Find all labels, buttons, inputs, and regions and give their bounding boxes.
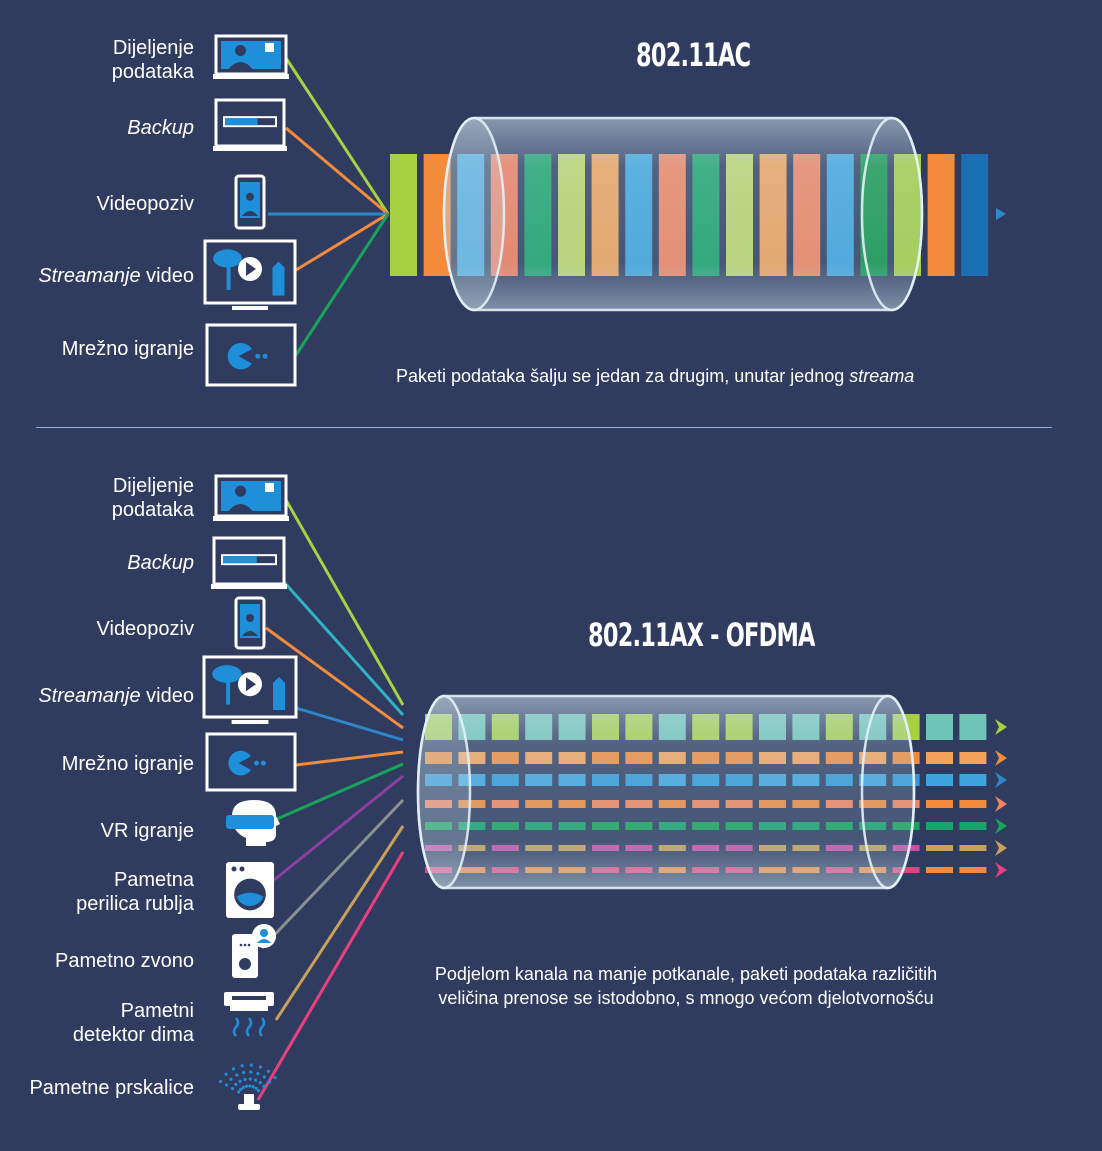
tube-left-cap	[442, 116, 506, 312]
top-label-videocall: Videopoziv	[96, 193, 194, 215]
lane-5-segment-15	[926, 845, 953, 851]
tube-body	[442, 116, 924, 312]
bottom-line-3	[295, 706, 404, 742]
tube-body	[416, 694, 916, 890]
smoke-detector-icon	[224, 992, 274, 1037]
lane-3-segment-16	[959, 800, 987, 808]
tube-left-cap	[416, 694, 472, 890]
bottom-connection-lines	[256, 499, 405, 1101]
lane-1-segment-15	[926, 752, 953, 764]
bottom-label-doorbell: Pametno zvono	[55, 950, 194, 972]
washing-machine-icon	[226, 862, 274, 918]
top-packet-16	[927, 154, 955, 276]
top-line-3	[295, 212, 389, 272]
laptop-user-icon	[213, 474, 289, 521]
phone-video-call-icon	[234, 174, 266, 230]
bottom-line-7	[260, 798, 405, 950]
laptop-progress-icon	[213, 98, 287, 151]
phone-video-call-icon	[234, 596, 266, 650]
top-line-1	[285, 126, 389, 216]
lane-2-arrow-icon	[995, 772, 1007, 788]
sprinkler-icon	[218, 1063, 277, 1110]
section-divider	[36, 427, 1052, 428]
lane-0-arrow-icon	[995, 719, 1007, 735]
top-caption: Paketi podataka šalju se jedan za drugim…	[396, 366, 915, 386]
lane-6-segment-14	[892, 867, 920, 873]
tv-game-icon	[205, 323, 297, 387]
lane-5-arrow-icon	[995, 840, 1007, 856]
top-label-streaming: Streamanje video	[38, 265, 194, 287]
lane-6-segment-15	[926, 867, 953, 873]
tube-right-cap	[860, 116, 924, 312]
bottom-label-videocall: Videopoziv	[96, 618, 194, 640]
lane-5-segment-16	[959, 845, 987, 851]
tv-play-icon	[203, 239, 297, 310]
bottom-line-9	[256, 851, 405, 1101]
top-line-4	[294, 213, 390, 356]
bottom-label-gaming: Mrežno igranje	[61, 753, 194, 775]
top-arrow-icon	[996, 208, 1006, 220]
top-device-icons	[203, 34, 297, 387]
bottom-device-icons	[202, 474, 298, 1110]
tv-play-icon	[202, 655, 298, 724]
laptop-progress-icon	[211, 536, 287, 589]
tube-right-cap	[860, 694, 916, 890]
lane-1-segment-16	[959, 752, 987, 764]
lane-6-arrow-icon	[995, 862, 1007, 878]
top-packet-0	[390, 154, 417, 276]
top-connection-lines	[268, 57, 390, 356]
top-packet-17	[961, 154, 989, 276]
bottom-caption: Podjelom kanala na manje potkanale, pake…	[434, 964, 938, 1008]
bottom-label-streaming: Streamanje video	[38, 685, 194, 707]
vr-headset-icon	[226, 800, 280, 846]
top-label-gaming: Mrežno igranje	[61, 338, 194, 360]
bottom-line-6	[273, 774, 404, 882]
lane-4-segment-16	[959, 822, 987, 830]
lane-6-segment-16	[959, 867, 987, 873]
laptop-user-icon	[213, 34, 289, 79]
bottom-line-2	[265, 626, 404, 730]
top-title: 802.11AC	[636, 36, 751, 74]
lane-0-segment-15	[926, 714, 953, 740]
lane-2-segment-15	[926, 774, 953, 786]
bottom-line-1	[282, 580, 405, 717]
lane-3-segment-15	[926, 800, 953, 808]
lane-2-segment-16	[959, 774, 987, 786]
lane-4-segment-15	[926, 822, 953, 830]
lane-3-arrow-icon	[995, 796, 1007, 812]
lane-1-arrow-icon	[995, 750, 1007, 766]
bottom-label-sprinkler: Pametne prskalice	[29, 1077, 194, 1099]
top-line-0	[284, 57, 390, 215]
lane-4-arrow-icon	[995, 818, 1007, 834]
bottom-line-0	[284, 499, 405, 706]
bottom-label-vr: VR igranje	[100, 820, 194, 842]
doorbell-icon	[232, 924, 276, 978]
tv-game-icon	[205, 732, 297, 792]
bottom-line-8	[274, 825, 405, 1021]
bottom-tube	[416, 694, 916, 890]
bottom-line-5	[269, 762, 404, 824]
bottom-title: 802.11AX - OFDMA	[588, 616, 815, 654]
bottom-label-backup: Backup	[127, 552, 194, 574]
top-tube	[442, 116, 924, 312]
bottom-line-4	[295, 750, 404, 767]
top-label-backup: Backup	[127, 117, 194, 139]
lane-0-segment-16	[959, 714, 987, 740]
